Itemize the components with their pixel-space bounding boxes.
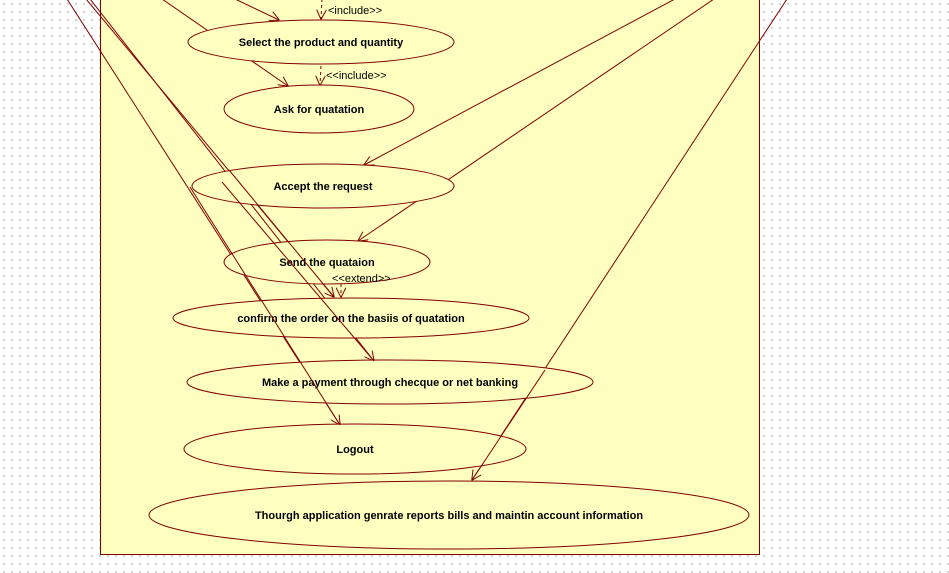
association-overlays — [189, 169, 546, 481]
use-case-label: Make a payment through checque or net ba… — [262, 377, 518, 389]
use-case-label: Accept the request — [273, 181, 372, 193]
use-case-generate-reports[interactable]: Thourgh application genrate reports bill… — [148, 480, 750, 550]
use-case-accept-request[interactable]: Accept the request — [191, 163, 455, 209]
overlay-confirm-order-line — [228, 169, 335, 298]
overlay-make-payment-line — [221, 181, 375, 362]
association-select-product — [235, 0, 279, 20]
association-generate-reports — [472, 0, 787, 480]
use-case-label: Thourgh application genrate reports bill… — [255, 510, 643, 522]
association-accept-request — [364, 0, 675, 165]
use-case-select-product[interactable]: Select the product and quantity — [187, 19, 455, 65]
use-case-logout[interactable]: Logout — [183, 423, 527, 475]
use-case-label: Send the quataion — [279, 257, 375, 269]
use-case-send-quotation[interactable]: Send the quataion — [223, 239, 431, 285]
dependency-lines — [320, 0, 341, 297]
include-mid-label: <<include>> — [326, 70, 387, 82]
overlay-logout-line — [189, 186, 341, 426]
use-case-label: confirm the order on the basiis of quata… — [237, 313, 465, 325]
use-case-label: Ask for quatation — [274, 104, 365, 116]
extend-label: <<extend>> — [332, 273, 391, 285]
use-case-make-payment[interactable]: Make a payment through checque or net ba… — [186, 359, 594, 405]
overlay-generate-reports-line — [471, 369, 546, 481]
use-case-ask-quotation[interactable]: Ask for quatation — [223, 84, 415, 134]
use-case-label: Select the product and quantity — [239, 37, 404, 49]
use-case-confirm-order[interactable]: confirm the order on the basiis of quata… — [172, 297, 530, 339]
association-logout — [67, 0, 340, 425]
include-top-label: <include>> — [328, 5, 382, 17]
use-case-label: Logout — [336, 444, 374, 456]
